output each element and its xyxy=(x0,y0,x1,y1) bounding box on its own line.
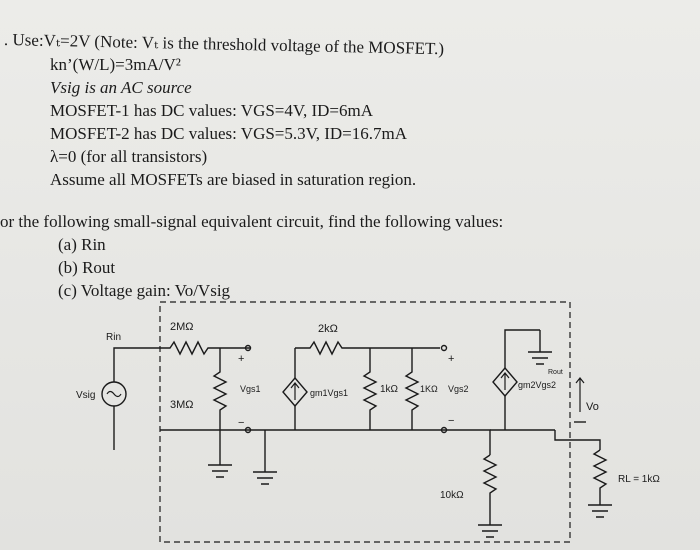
rout-label: Rout xyxy=(548,369,563,376)
small-signal-circuit: Rin 2MΩ 2kΩ 3MΩ Vsig Vgs1 + − gm1Vgs1 1k… xyxy=(76,301,660,543)
vgs1-label: Vgs1 xyxy=(240,384,261,394)
plus-2: + xyxy=(448,353,454,365)
vgs2-label: Vgs2 xyxy=(448,384,469,394)
plus-1: + xyxy=(238,353,244,365)
minus-1: − xyxy=(238,417,244,429)
problem-line-2: kn’(W/L)=3mA/V² xyxy=(50,55,181,74)
vo-label: Vo xyxy=(586,401,599,413)
minus-2: − xyxy=(448,415,454,427)
problem-line-7: Assume all MOSFETs are biased in saturat… xyxy=(50,170,417,189)
question-c: (c) Voltage gain: Vo/Vsig xyxy=(58,281,231,300)
question-a: (a) Rin xyxy=(58,235,106,254)
resistor-2m-symbol xyxy=(125,340,250,356)
r-2k-label: 2kΩ xyxy=(318,323,338,335)
r-3m-label: 3MΩ xyxy=(170,399,194,411)
problem-line-8: or the following small-signal equivalent… xyxy=(0,212,504,231)
resistor-1k-b-symbol xyxy=(404,348,420,430)
dashed-boundary xyxy=(159,301,571,543)
resistor-2k-symbol xyxy=(295,340,440,356)
problem-line-6: λ=0 (for all transistors) xyxy=(50,147,208,166)
resistor-1k-symbol xyxy=(362,348,378,430)
rl-label: RL = 1kΩ xyxy=(618,474,660,485)
gm2-label: gm2Vgs2 xyxy=(518,380,556,390)
resistor-3m-symbol xyxy=(212,348,228,430)
resistor-10k-symbol xyxy=(482,454,498,525)
question-b: (b) Rout xyxy=(58,258,116,277)
r-2m-label: 2MΩ xyxy=(170,321,194,333)
r-10k-label: 10kΩ xyxy=(440,490,464,501)
problem-line-5: MOSFET-2 has DC values: VGS=5.3V, ID=16.… xyxy=(50,124,407,143)
rin-label: Rin xyxy=(106,332,121,343)
r-1k-label: 1kΩ xyxy=(380,384,399,395)
problem-line-4: MOSFET-1 has DC values: VGS=4V, ID=6mA xyxy=(50,101,373,120)
gm1-label: gm1Vgs1 xyxy=(310,388,348,398)
resistor-rl-symbol xyxy=(592,449,608,505)
problem-line-3: Vsig is an AC source xyxy=(50,78,192,97)
r-1k-b-label: 1KΩ xyxy=(420,384,438,394)
vsig-label: Vsig xyxy=(76,390,95,401)
